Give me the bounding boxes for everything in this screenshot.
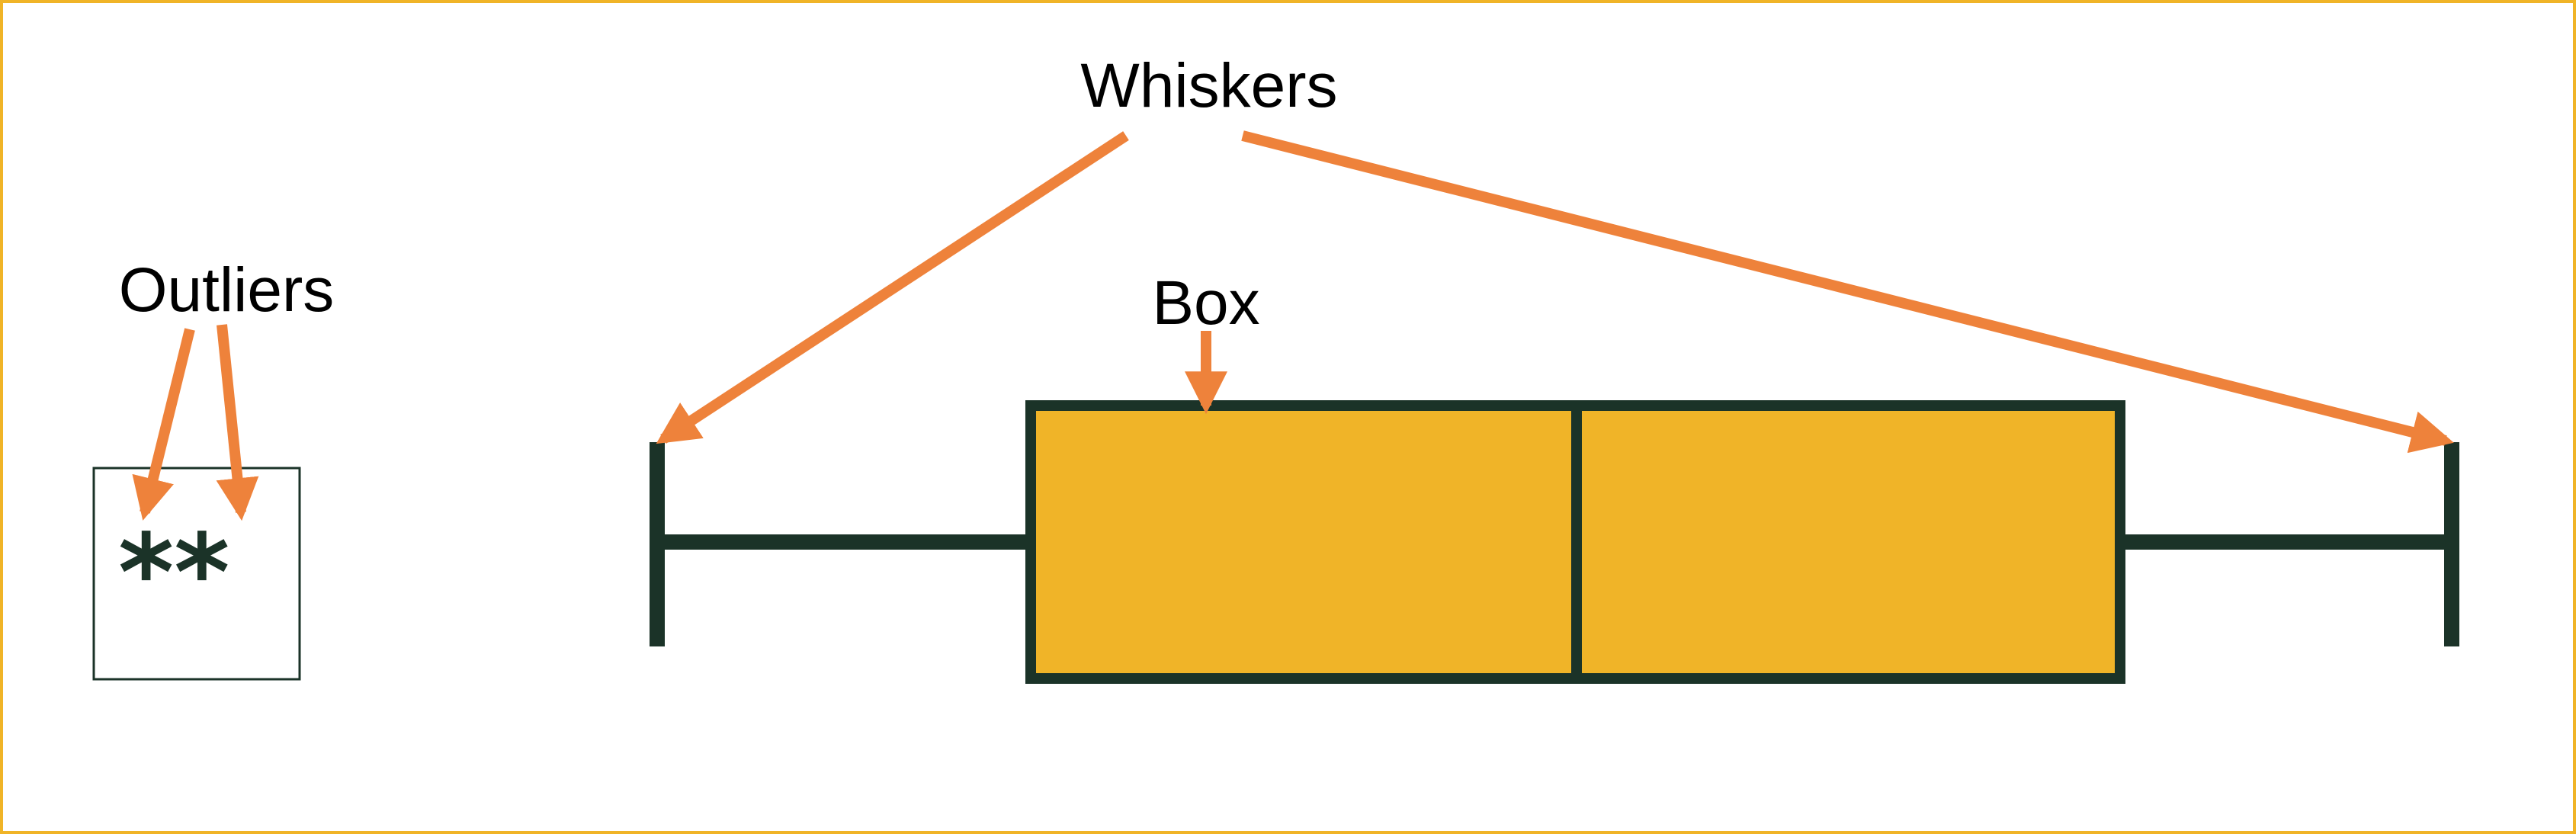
arrow-icon (216, 324, 259, 521)
outliers-label: Outliers (119, 255, 335, 325)
arrow-icon (132, 328, 195, 521)
arrow-icon (1241, 130, 2454, 454)
box-label: Box (1152, 268, 1259, 338)
arrow-icon (656, 131, 1129, 444)
outlier-marks: ** (118, 512, 229, 636)
whiskers-label: Whiskers (1080, 51, 1337, 120)
outlier-frame (92, 467, 301, 681)
